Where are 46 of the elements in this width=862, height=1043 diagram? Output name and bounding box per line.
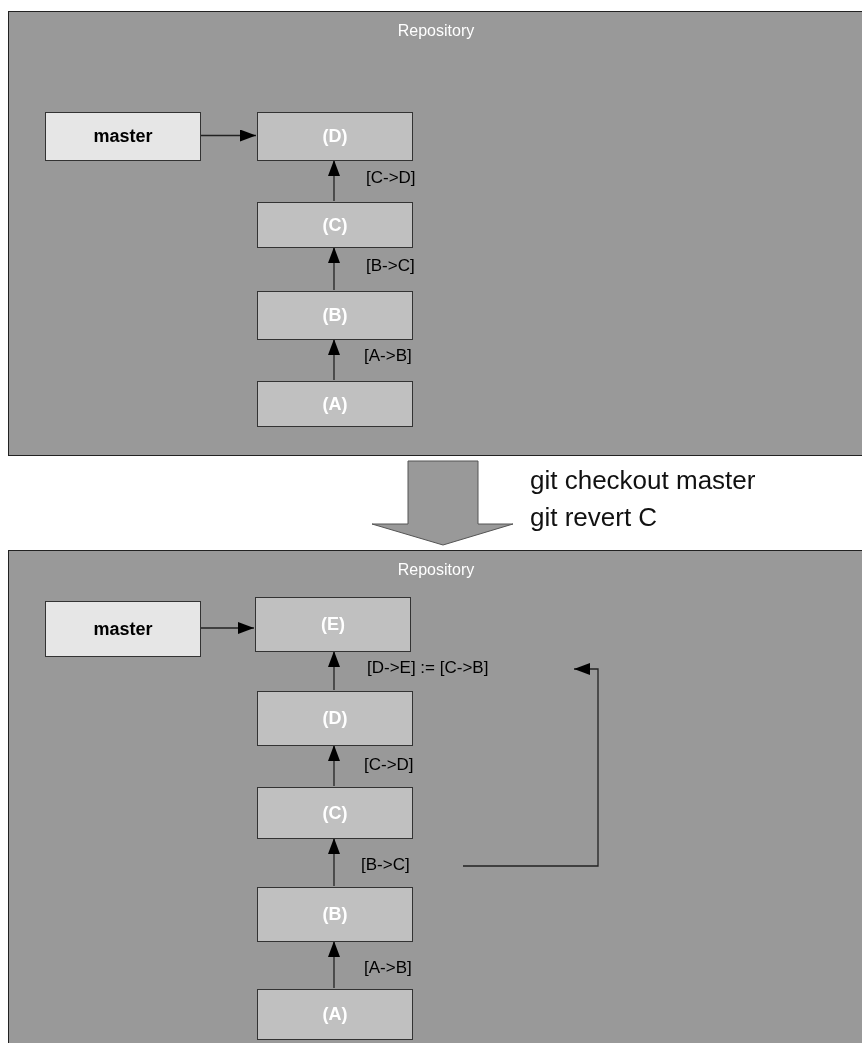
arrow (328, 744, 340, 787)
commit-label: (D) (322, 126, 348, 147)
repository-panel (8, 11, 862, 456)
commit-box (255, 597, 411, 652)
branch-box (45, 112, 201, 161)
edge-label: [A->B] (364, 958, 412, 978)
arrow (328, 837, 340, 887)
branch-label: master (93, 126, 153, 147)
edge-label: [C->D] (364, 755, 414, 775)
branch-label: master (93, 618, 153, 640)
arrow (328, 159, 340, 202)
command-text: git revert C (530, 502, 658, 533)
panel-title: Repository (396, 561, 476, 579)
commit-box (257, 989, 413, 1040)
command-text: git checkout master (530, 465, 756, 496)
arrow (462, 663, 599, 867)
panel-title: Repository (396, 22, 476, 40)
edge-label: [C->D] (366, 168, 416, 188)
commit-box (257, 887, 413, 942)
commit-box (257, 202, 413, 248)
commit-box (257, 381, 413, 427)
arrow (199, 622, 255, 634)
commit-label: (A) (322, 1004, 348, 1025)
change-text: [B->C] (361, 852, 435, 878)
block-arrow (371, 460, 514, 546)
arrow (328, 338, 340, 381)
commit-box (257, 291, 413, 340)
edge-label: [B->C] (366, 256, 415, 276)
commit-box (257, 787, 413, 839)
commit-box (257, 691, 413, 746)
commit-label: (D) (322, 708, 348, 729)
commit-label: (B) (322, 305, 348, 326)
arrow (328, 246, 340, 291)
arrow (328, 650, 340, 691)
commit-label: (B) (322, 904, 348, 925)
branch-box (45, 601, 201, 657)
change-text: [D->E] := [C->B] (367, 655, 547, 681)
arrow (328, 940, 340, 989)
edge-label: [A->B] (364, 346, 412, 366)
commit-label: (A) (322, 393, 348, 415)
commit-label: (E) (321, 614, 345, 635)
commit-box (257, 112, 413, 161)
commit-label: (C) (322, 214, 348, 236)
repository-panel (8, 550, 862, 1043)
arrow (199, 129, 257, 142)
commit-label: (C) (322, 802, 348, 824)
